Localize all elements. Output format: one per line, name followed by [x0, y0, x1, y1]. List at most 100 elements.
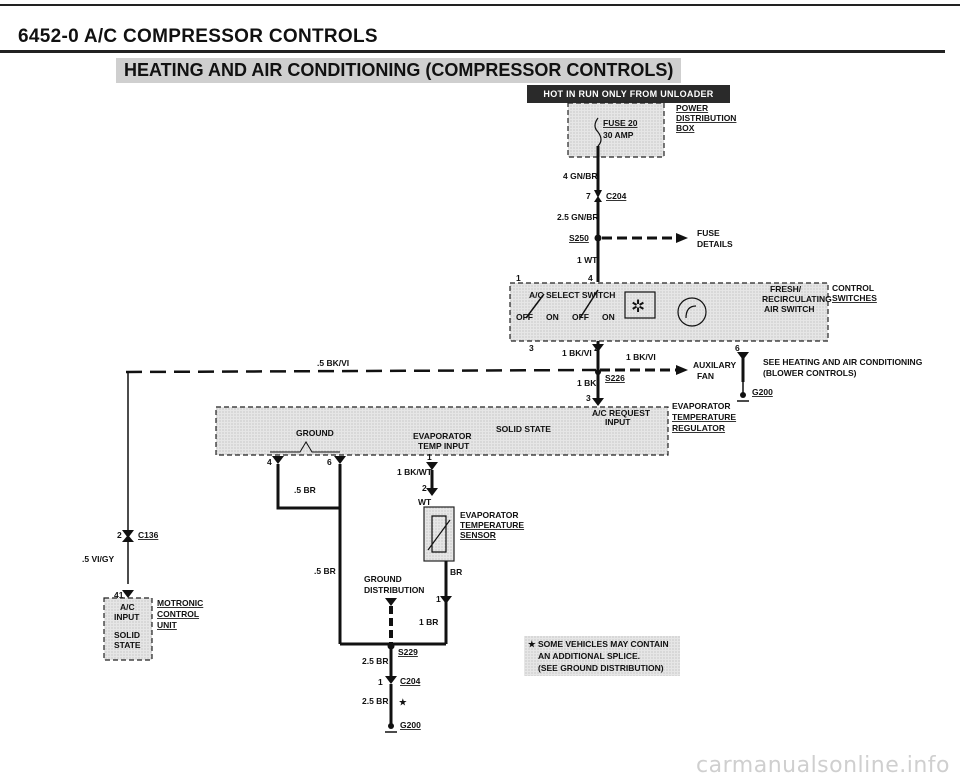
ac-select-switch-label: A/C SELECT SWITCH: [529, 290, 615, 300]
c204-bottom-connector: [385, 676, 397, 684]
motronic-line2: CONTROL: [157, 609, 199, 619]
c204-bottom-label: C204: [400, 676, 421, 686]
evap-regulator-line3: REGULATOR: [672, 423, 725, 433]
fuse-details-line1: FUSE: [697, 228, 720, 238]
fuse-details-arrow: [676, 233, 688, 243]
power-dist-line3: BOX: [676, 123, 695, 133]
regulator-pin3-connector: [592, 398, 604, 406]
wire-label-1-bkvi-b: 1 BK/VI: [626, 352, 656, 362]
wire-label-1-bkvi-a: 1 BK/VI: [562, 348, 592, 358]
regulator-pin1-connector: [426, 462, 438, 470]
ground-dist-line1: GROUND: [364, 574, 402, 584]
splice-note-line1: ★ SOME VEHICLES MAY CONTAIN: [528, 639, 669, 649]
watermark: carmanualsonline.info: [696, 753, 950, 778]
ac-request-line1: A/C REQUEST: [592, 408, 651, 418]
c136-label: C136: [138, 530, 159, 540]
s250-label: S250: [569, 233, 589, 243]
g200-bottom-dot: [388, 723, 394, 729]
ground-dist-line2: DISTRIBUTION: [364, 585, 424, 595]
c204-top-connector-b: [594, 196, 602, 202]
c136-connector-b: [122, 535, 134, 542]
wire-label-5-bkvi: .5 BK/VI: [317, 358, 349, 368]
pin-7: 7: [586, 191, 591, 201]
evap-sensor-line1: EVAPORATOR: [460, 510, 519, 520]
control-switches-line1: CONTROL: [832, 283, 874, 293]
wire-label-1-bk: 1 BK: [577, 378, 597, 388]
c204-top-connector: [594, 190, 602, 198]
c204-top-label: C204: [606, 191, 627, 201]
pin-6-switch: 6: [735, 343, 740, 353]
evap-sensor-line3: SENSOR: [460, 530, 496, 540]
pin-3-switch: 3: [529, 343, 534, 353]
star-marker: ★: [399, 697, 408, 707]
motronic-line1: MOTRONIC: [157, 598, 203, 608]
wire-label-5-br-ground: .5 BR: [314, 566, 336, 576]
on-label-2: ON: [602, 312, 615, 322]
off-label-1: OFF: [516, 312, 533, 322]
pin-1-sensor-bottom: 1: [436, 594, 441, 604]
splice-note-line3: (SEE GROUND DISTRIBUTION): [538, 663, 664, 673]
power-dist-line2: DISTRIBUTION: [676, 113, 736, 123]
g200-bottom-label: G200: [400, 720, 421, 730]
pin-2-c136: 2: [117, 530, 122, 540]
ground-label: GROUND: [296, 428, 334, 438]
wire-label-2-5-br-a: 2.5 BR: [362, 656, 388, 666]
wire-label-1-wt: 1 WT: [577, 255, 598, 265]
wire-label-1-br: 1 BR: [419, 617, 438, 627]
wire-label-wt: WT: [418, 497, 432, 507]
wire-bkvi-dashed-run: [125, 368, 597, 374]
motronic-pin41-connector: [122, 590, 134, 598]
wire-label-1-bkwt: 1 BK/WT: [397, 467, 433, 477]
power-dist-line1: POWER: [676, 103, 708, 113]
aux-fan-arrow: [676, 365, 688, 375]
title-rule: [0, 50, 945, 53]
ac-indicator-icon: [624, 291, 656, 319]
see-heating-line2: (BLOWER CONTROLS): [763, 368, 857, 378]
control-switches-box: [509, 282, 829, 342]
see-heating-line1: SEE HEATING AND AIR CONDITIONING: [763, 357, 923, 367]
regulator-pin4-connector: [272, 456, 284, 464]
splice-note-box: [524, 636, 680, 676]
evap-regulator-line2: TEMPERATURE: [672, 412, 736, 422]
control-switches-line2: SWITCHES: [832, 293, 877, 303]
fresh-recirc-line2: RECIRCULATING: [762, 294, 832, 304]
g200-right-dot: [740, 392, 746, 398]
wire-label-2-5-gnbr: 2.5 GN/BR: [557, 212, 599, 222]
section-subtitle: HEATING AND AIR CONDITIONING (COMPRESSOR…: [116, 58, 682, 83]
pin-2-sensor: 2: [422, 483, 427, 493]
fuse-amp-label: 30 AMP: [603, 130, 634, 140]
snowflake-icon: ✲: [631, 297, 645, 317]
recirculation-icon: [677, 297, 707, 327]
page-title: 6452-0 A/C COMPRESSOR CONTROLS: [18, 26, 378, 47]
motronic-input-box: [103, 597, 153, 661]
top-rule: [0, 4, 960, 6]
c136-connector: [122, 530, 134, 538]
sensor-pin2-connector: [426, 488, 438, 496]
motronic-input-line1: A/C: [120, 602, 135, 612]
blower-pin6-connector: [737, 352, 749, 360]
pin-3-regulator: 3: [586, 393, 591, 403]
fresh-recirc-line1: FRESH/: [770, 284, 802, 294]
fuse-20-label: FUSE 20: [603, 118, 638, 128]
motronic-input-line2: INPUT: [114, 612, 140, 622]
fresh-recirc-line3: AIR SWITCH: [764, 304, 815, 314]
ac-select-switch-symbol: [525, 289, 599, 319]
wire-5br-loop: [276, 464, 342, 510]
wire-label-br: BR: [450, 567, 462, 577]
power-distribution-box: [567, 102, 665, 158]
evaporator-regulator-box: [215, 406, 669, 456]
solid-state-label: SOLID STATE: [496, 424, 551, 434]
regulator-pin6-connector: [334, 456, 346, 464]
motronic-line3: UNIT: [157, 620, 178, 630]
pin-41: 41: [114, 590, 124, 600]
g200-right-label: G200: [752, 387, 773, 397]
pin-1-top: 1: [516, 273, 521, 283]
aux-fan-line2: FAN: [697, 371, 714, 381]
ground-internal-symbol: [270, 441, 340, 453]
recirculation-arrow: [685, 305, 697, 319]
splice-note-line2: AN ADDITIONAL SPLICE.: [538, 651, 640, 661]
pin-4-top: 4: [588, 273, 593, 283]
motronic-input-line4: STATE: [114, 640, 141, 650]
wire-label-5-vigy: .5 VI/GY: [82, 554, 114, 564]
